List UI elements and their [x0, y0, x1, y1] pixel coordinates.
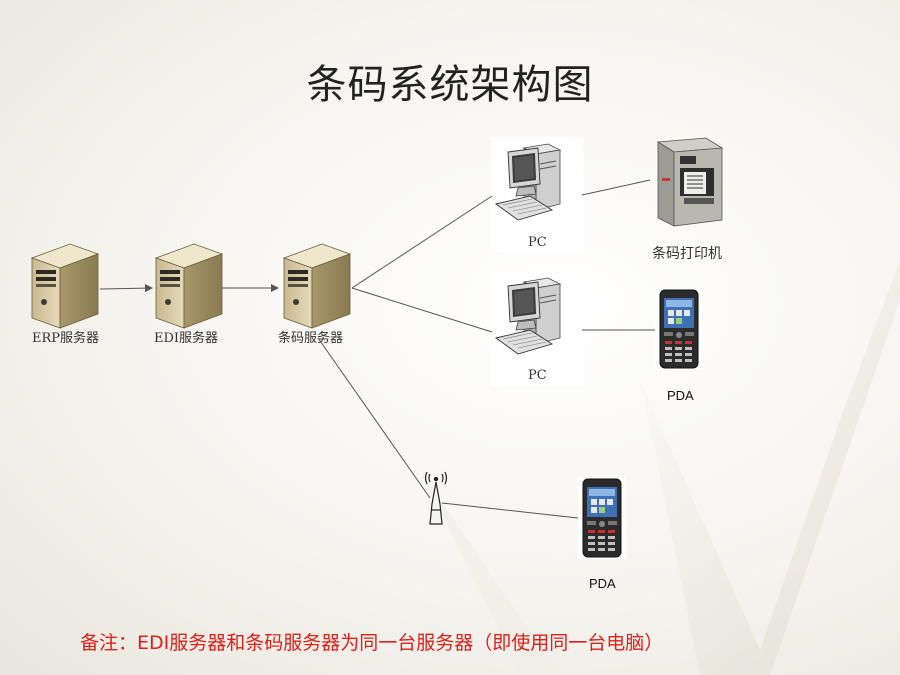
line-server-to-pc-bottom	[351, 287, 493, 333]
edi-server-label: EDI服务器	[154, 331, 219, 346]
erp-server-label: ERP服务器	[32, 331, 100, 346]
line-server-to-pc-top	[351, 195, 493, 289]
pc-top-label: PC	[528, 235, 547, 250]
page-title: 条码系统架构图	[306, 62, 594, 108]
line-antenna-to-pda	[441, 502, 579, 519]
pda-bottom-label: PDA	[589, 576, 616, 591]
pc-bottom-label: PC	[528, 368, 547, 383]
footnote: 备注：EDI服务器和条码服务器为同一台服务器（即使用同一台电脑）	[80, 632, 664, 654]
barcode-server-label: 条码服务器	[278, 331, 344, 346]
arrow-erp-to-edi	[99, 284, 153, 293]
line-server-to-antenna	[317, 337, 431, 499]
pda-top-label: PDA	[667, 388, 694, 403]
line-pc-to-printer	[581, 179, 651, 196]
barcode-printer-label: 条码打印机	[652, 246, 722, 262]
